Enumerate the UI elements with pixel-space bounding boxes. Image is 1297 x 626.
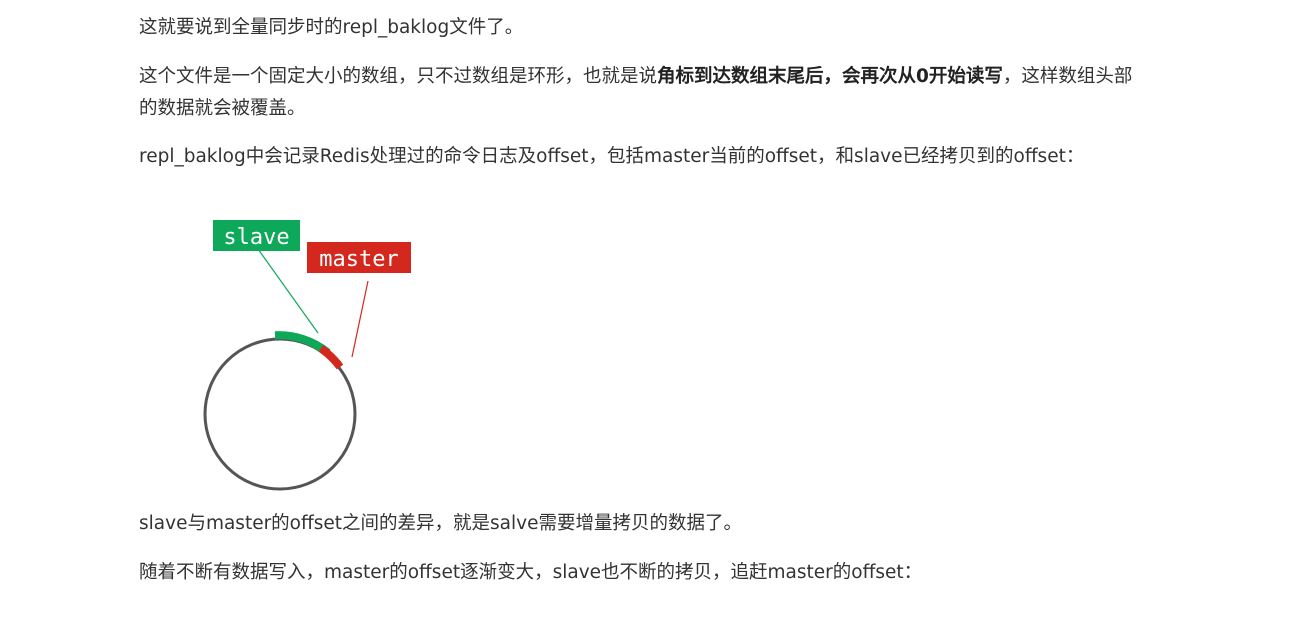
paragraph-ring-array-bold: 角标到达数组末尾后，会再次从0开始读写 bbox=[657, 66, 1003, 87]
paragraph-ring-array: 这个文件是一个固定大小的数组，只不过数组是环形，也就是说角标到达数组末尾后，会再… bbox=[139, 61, 1139, 125]
master-tag bbox=[307, 242, 411, 273]
slave-pointer-line bbox=[257, 248, 319, 334]
paragraph-ring-array-text-1: 这个文件是一个固定大小的数组，只不过数组是环形，也就是说 bbox=[139, 66, 658, 87]
slave-tag-label: slave bbox=[223, 225, 289, 250]
paragraph-offset-difference: slave与master的offset之间的差异，就是salve需要增量拷贝的数… bbox=[139, 513, 742, 534]
slave-overlap-arc bbox=[312, 340, 324, 352]
ring-buffer-diagram: slave master bbox=[190, 205, 430, 500]
paragraph-offset-record: repl_baklog中会记录Redis处理过的命令日志及offset，包括ma… bbox=[139, 146, 1085, 167]
master-tag-label: master bbox=[319, 247, 398, 272]
paragraph-repl-baklog-intro: 这就要说到全量同步时的repl_baklog文件了。 bbox=[139, 17, 524, 38]
master-pointer-line bbox=[351, 280, 369, 358]
slave-tag bbox=[213, 220, 300, 251]
paragraph-ring-array-text-2: ，这样数组头部的数据就会被覆盖。 bbox=[139, 66, 1133, 119]
paragraph-offset-catch-up: 随着不断有数据写入，master的offset逐渐变大，slave也不断的拷贝，… bbox=[139, 562, 923, 583]
ring-buffer-svg: slave master bbox=[203, 220, 411, 491]
